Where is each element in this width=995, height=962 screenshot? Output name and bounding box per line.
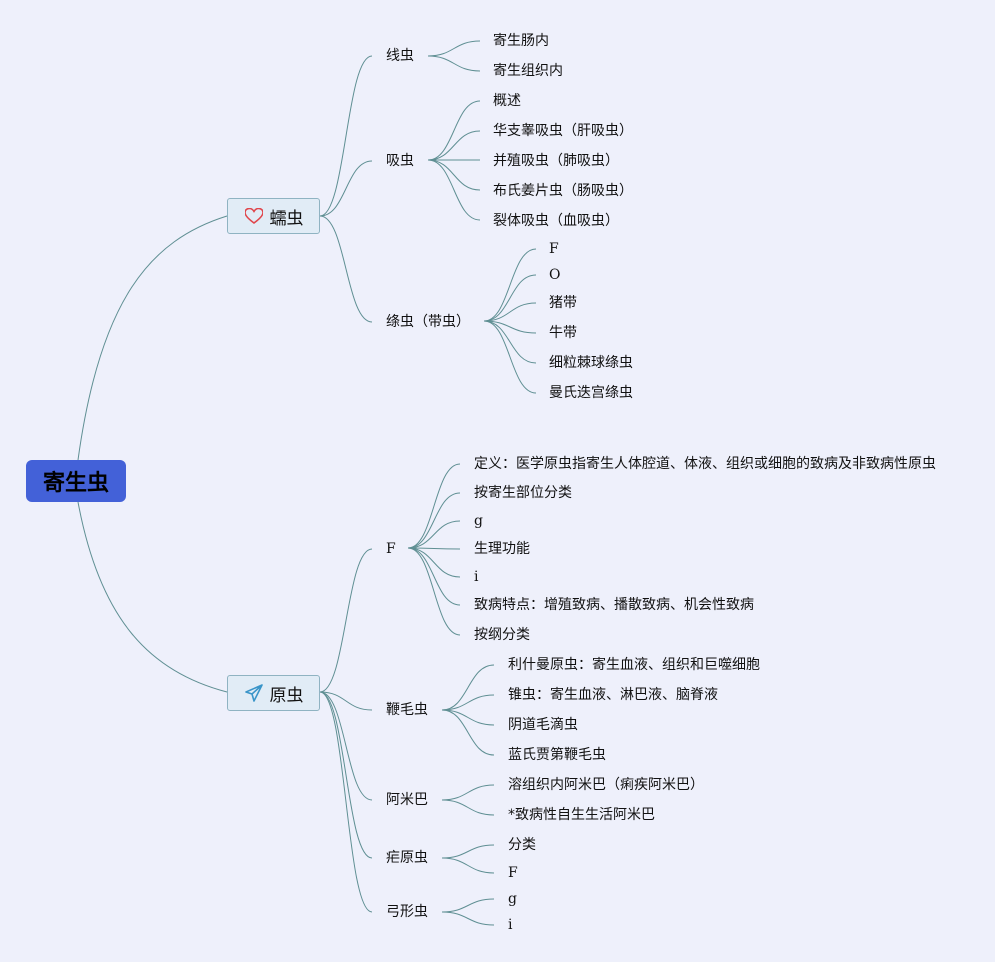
root-label: 寄生虫 [42,471,109,496]
connector-line [483,248,537,322]
connector-line [441,694,495,711]
paper-plane-icon [244,683,264,703]
leaf-node[interactable]: F [508,865,518,881]
leaf-node[interactable]: 按纲分类 [474,627,530,643]
sub-node[interactable]: 阿米巴 [386,792,428,808]
connector-line [483,320,537,364]
leaf-node[interactable]: 阴道毛滴虫 [508,717,578,733]
sub-node[interactable]: 吸虫 [386,153,414,169]
connector-line [483,302,537,322]
connector-line [427,40,481,57]
leaf-node[interactable]: 溶组织内阿米巴（痢疾阿米巴） [508,777,704,793]
connector-line [77,501,228,693]
connector-line [427,100,481,161]
leaf-node[interactable]: 利什曼原虫：寄生血液、组织和巨噬细胞 [508,657,760,673]
root-node[interactable]: 寄生虫 [26,460,126,502]
connector-line [319,691,373,859]
connector-line [441,664,495,711]
connector-line [77,215,228,461]
leaf-node[interactable]: 概述 [493,93,521,109]
connector-line [427,130,481,161]
connector-line [483,320,537,394]
connector-line [441,898,495,913]
branch-label: 蠕虫 [269,208,304,229]
leaf-node[interactable]: O [549,267,561,283]
connector-line [427,159,481,191]
leaf-node[interactable]: *致病性自生生活阿米巴 [508,807,655,823]
connector-line [427,159,481,221]
leaf-node[interactable]: 裂体吸虫（血吸虫） [493,213,619,229]
leaf-node[interactable]: i [474,569,479,585]
connector-line [407,547,461,606]
connector-line [483,274,537,322]
connector-line [407,520,461,549]
leaf-node[interactable]: i [508,917,513,933]
leaf-node[interactable]: 致病特点：增殖致病、播散致病、机会性致病 [474,597,754,613]
leaf-node[interactable]: 生理功能 [474,541,530,557]
connector-line [319,691,373,913]
leaf-node[interactable]: 曼氏迭宫绦虫 [549,385,633,401]
leaf-node[interactable]: g [474,513,483,529]
leaf-node[interactable]: 细粒棘球绦虫 [549,355,633,371]
branch-protozoa[interactable]: 原虫 [227,675,320,711]
connector-line [319,691,373,711]
leaf-node[interactable]: 猪带 [549,295,577,311]
connector-line [483,320,537,334]
sub-node[interactable]: F [386,541,396,557]
connector-line [427,55,481,72]
leaf-node[interactable]: 蓝氏贾第鞭毛虫 [508,747,606,763]
leaf-node[interactable]: 寄生组织内 [493,63,563,79]
branch-label: 原虫 [269,685,304,706]
sub-node[interactable]: 绦虫（带虫） [386,314,470,330]
leaf-node[interactable]: 牛带 [549,325,577,341]
leaf-node[interactable]: g [508,891,517,907]
leaf-node[interactable]: F [549,241,559,257]
leaf-node[interactable]: 锥虫：寄生血液、淋巴液、脑脊液 [508,687,718,703]
leaf-node[interactable]: 并殖吸虫（肺吸虫） [493,153,619,169]
connector-line [319,55,373,217]
connector-line [407,547,461,636]
connector-line [407,492,461,549]
connector-line [319,215,373,323]
sub-node[interactable]: 线虫 [386,48,414,64]
connector-line [441,709,495,726]
sub-node[interactable]: 鞭毛虫 [386,702,428,718]
branch-worms[interactable]: 蠕虫 [227,198,320,234]
leaf-node[interactable]: 寄生肠内 [493,33,549,49]
connector-line [319,160,373,217]
leaf-node[interactable]: 华支睾吸虫（肝吸虫） [493,123,633,139]
connector-line [441,857,495,874]
heart-icon [244,206,264,226]
sub-node[interactable]: 弓形虫 [386,904,428,920]
leaf-node[interactable]: 定义：医学原虫指寄生人体腔道、体液、组织或细胞的致病及非致病性原虫 [474,456,936,472]
connector-line [441,799,495,816]
sub-node[interactable]: 疟原虫 [386,850,428,866]
connector-line [441,844,495,859]
leaf-node[interactable]: 布氏姜片虫（肠吸虫） [493,183,633,199]
connector-line [407,547,461,578]
leaf-node[interactable]: 分类 [508,837,536,853]
connector-line [441,911,495,926]
connector-line [407,463,461,549]
connector-line [407,547,461,550]
connector-line [441,784,495,801]
leaf-node[interactable]: 按寄生部位分类 [474,485,572,501]
connector-line [319,548,373,693]
connector-line [441,709,495,756]
connector-line [319,691,373,801]
